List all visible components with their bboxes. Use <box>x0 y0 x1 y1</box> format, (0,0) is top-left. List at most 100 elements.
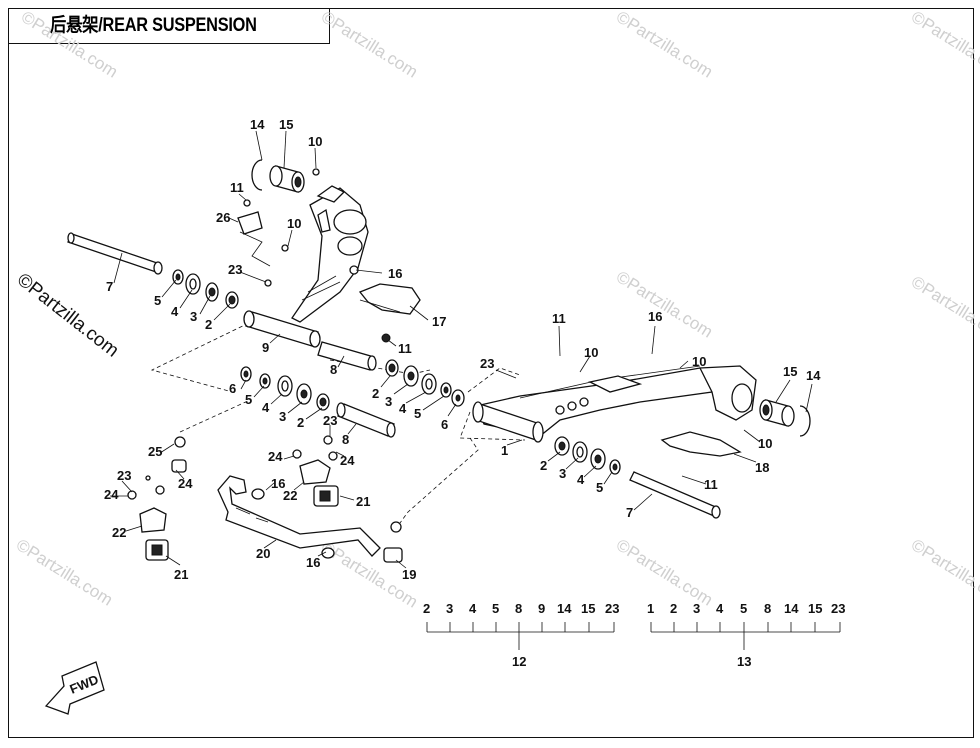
bearing-15-upper <box>251 159 305 193</box>
callout: 5 <box>596 480 603 495</box>
kit-item: 14 <box>557 601 572 616</box>
kit-number: 13 <box>737 654 751 669</box>
callout: 10 <box>692 354 706 369</box>
callout: 8 <box>342 432 349 447</box>
part-17-guard <box>358 283 421 315</box>
callout: 11 <box>398 341 412 356</box>
callout: 23 <box>117 468 131 483</box>
part-26-bracket <box>237 199 263 235</box>
callout: 3 <box>279 409 286 424</box>
bearing-stack-right-lower <box>554 436 621 475</box>
callout-numbers: 14 15 10 11 26 10 23 16 7 5 4 3 2 17 9 1… <box>104 117 821 582</box>
callout: 23 <box>323 413 337 428</box>
callout: 4 <box>171 304 179 319</box>
callout: 14 <box>250 117 265 132</box>
kit-item: 9 <box>538 601 545 616</box>
small-bolts <box>239 168 391 343</box>
diagram-frame <box>8 8 974 738</box>
callout: 4 <box>262 400 270 415</box>
callout: 22 <box>283 488 297 503</box>
kit-item: 4 <box>469 601 477 616</box>
callout: 16 <box>271 476 285 491</box>
kit-item: 2 <box>670 601 677 616</box>
callout: 10 <box>308 134 322 149</box>
assembly-lines <box>150 319 526 524</box>
callout: 2 <box>297 415 304 430</box>
callout: 3 <box>559 466 566 481</box>
bearing-15-right <box>759 399 811 437</box>
callout: 9 <box>262 340 269 355</box>
callout: 5 <box>154 293 161 308</box>
callout: 1 <box>501 443 508 458</box>
callout: 16 <box>306 555 320 570</box>
callout: 5 <box>414 406 421 421</box>
watermark: ©Partzilla.com <box>613 7 716 81</box>
callout: 24 <box>268 449 283 464</box>
kit-item: 3 <box>446 601 453 616</box>
part-19-link <box>171 436 403 563</box>
callout: 23 <box>228 262 242 277</box>
kit-12: 2 3 4 5 8 9 14 15 23 12 <box>423 601 619 669</box>
callout: 3 <box>190 309 197 324</box>
part-20-stabilizer-bar <box>217 475 381 559</box>
callout: 10 <box>584 345 598 360</box>
kit-item: 5 <box>740 601 747 616</box>
title-box: 后悬架/REAR SUSPENSION <box>8 8 330 44</box>
part-8-tube-lower <box>336 402 396 438</box>
callout: 24 <box>340 453 355 468</box>
leader-lines <box>110 130 813 569</box>
kit-item: 14 <box>784 601 799 616</box>
callout: 22 <box>112 525 126 540</box>
page-title: 后悬架/REAR SUSPENSION <box>50 15 257 36</box>
callout: 25 <box>148 444 162 459</box>
callout: 21 <box>174 567 188 582</box>
callout: 2 <box>372 386 379 401</box>
bearing-stack-lower-right <box>385 359 465 407</box>
callout: 10 <box>758 436 772 451</box>
watermark: ©Partzilla.com <box>908 272 980 346</box>
kit-item: 1 <box>647 601 654 616</box>
kit-item: 23 <box>831 601 845 616</box>
callout: 11 <box>552 311 566 326</box>
callout: 11 <box>230 180 244 195</box>
kit-item: 23 <box>605 601 619 616</box>
fwd-arrow: FWD <box>44 661 105 715</box>
watermark: ©Partzilla.com <box>18 7 121 81</box>
right-swingarm <box>472 365 757 443</box>
kit-item: 5 <box>492 601 499 616</box>
callout: 4 <box>399 401 407 416</box>
callout: 2 <box>205 317 212 332</box>
part-9-pivot-tube <box>243 310 321 348</box>
callout: 4 <box>577 472 585 487</box>
callout: 18 <box>755 460 769 475</box>
kit-item: 15 <box>581 601 595 616</box>
callout: 16 <box>648 309 662 324</box>
callout: 3 <box>385 394 392 409</box>
callout: 6 <box>441 417 448 432</box>
watermark: ©Partzilla.com <box>908 7 980 81</box>
callout: 23 <box>480 356 494 371</box>
watermark: ©Partzilla.com <box>13 535 116 609</box>
callout: 10 <box>287 216 301 231</box>
callout: 8 <box>330 362 337 377</box>
callout: 15 <box>783 364 797 379</box>
callout: 16 <box>388 266 402 281</box>
callout: 6 <box>229 381 236 396</box>
callout: 24 <box>178 476 193 491</box>
part-8-tube-upper <box>317 341 377 371</box>
callout: 19 <box>402 567 416 582</box>
kit-item: 3 <box>693 601 700 616</box>
watermark: ©Partzilla.com <box>318 7 421 81</box>
kit-item: 2 <box>423 601 430 616</box>
callout: 5 <box>245 392 252 407</box>
callout: 14 <box>806 368 821 383</box>
left-swingarm <box>291 185 369 323</box>
kit-item: 8 <box>764 601 771 616</box>
part-7-shaft-left <box>67 232 163 275</box>
callout: 26 <box>216 210 230 225</box>
kit-number: 12 <box>512 654 526 669</box>
callout: 15 <box>279 117 293 132</box>
callout: 20 <box>256 546 270 561</box>
